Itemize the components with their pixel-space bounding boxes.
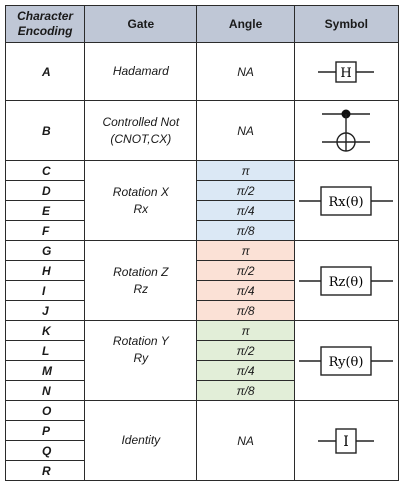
letter-cell: G: [4, 240, 86, 261]
angle-cell: π/2: [196, 340, 295, 361]
angle-cell: NA: [196, 42, 295, 101]
hadamard-gate-icon: H: [318, 60, 375, 83]
rz-gate-icon: Rz(θ): [299, 265, 394, 296]
cnot-gate-icon: [322, 109, 371, 152]
angle-cell: NA: [196, 400, 295, 481]
angle-cell: π/2: [196, 180, 295, 201]
angle-cell: π: [196, 240, 295, 261]
angle-cell: π/4: [196, 200, 295, 221]
angle-cell: π/4: [196, 280, 295, 301]
svg-text:Rx(θ): Rx(θ): [329, 195, 364, 210]
table-row: G Rotation Z Rz π Rz(θ): [4, 240, 400, 321]
header-encoding: Character Encoding: [4, 5, 86, 43]
svg-text:H: H: [341, 66, 352, 81]
symbol-cell: Ry(θ): [293, 320, 400, 401]
letter-cell: O: [4, 400, 86, 421]
letter-cell: A: [4, 42, 86, 101]
svg-text:Rz(θ): Rz(θ): [329, 275, 364, 290]
ry-gate-icon: Ry(θ): [299, 345, 394, 376]
table-row: D π/2: [4, 180, 399, 201]
table-row: E π/4: [4, 200, 399, 221]
letter-cell: P: [4, 420, 86, 441]
letter-cell: Q: [4, 440, 86, 461]
letter-cell: C: [4, 160, 86, 181]
letter-cell: F: [4, 220, 86, 241]
gate-cell: Rotation Z Rz: [84, 240, 198, 321]
table-row: L π/2: [4, 340, 399, 361]
angle-cell: π/8: [196, 300, 295, 321]
letter-cell: L: [4, 340, 86, 361]
symbol-cell: I: [293, 400, 400, 481]
gate-cell: Identity: [84, 400, 198, 481]
table-row: O Identity NA I: [4, 400, 400, 481]
angle-cell: NA: [196, 100, 295, 161]
table-row: C Rotation X Rx π Rx(θ): [4, 160, 400, 241]
angle-cell: π/4: [196, 360, 295, 381]
table-row: R: [4, 460, 399, 481]
table-row: H π/2: [4, 260, 399, 281]
symbol-cell: Rx(θ): [293, 160, 400, 241]
symbol-cell: H: [293, 42, 400, 101]
letter-cell: K: [4, 320, 86, 341]
table-row: Q: [4, 440, 399, 461]
table-row: K Rotation Y Ry π Ry(θ): [4, 320, 400, 401]
table-row: J π/8: [4, 300, 399, 321]
angle-cell: π/8: [196, 220, 295, 241]
header-gate: Gate: [84, 5, 198, 43]
encoding-table: Character Encoding Gate Angle Symbol A H…: [4, 5, 400, 481]
svg-text:I: I: [344, 434, 350, 450]
gate-cell: Rotation X Rx: [84, 160, 198, 241]
table-row: F π/8: [4, 220, 399, 241]
letter-cell: D: [4, 180, 86, 201]
letter-cell: I: [4, 280, 86, 301]
svg-text:Ry(θ): Ry(θ): [329, 355, 364, 370]
table-row: A Hadamard NA H: [4, 42, 400, 101]
angle-cell: π: [196, 320, 295, 341]
letter-cell: H: [4, 260, 86, 281]
header-symbol: Symbol: [293, 5, 400, 43]
gate-cell: Hadamard: [84, 42, 198, 101]
letter-cell: B: [4, 100, 86, 161]
table-row: B Controlled Not (CNOT,CX) NA: [4, 100, 400, 161]
identity-gate-icon: I: [318, 427, 375, 454]
rx-gate-icon: Rx(θ): [299, 185, 394, 216]
symbol-cell: [293, 100, 400, 161]
table-row: M π/4: [4, 360, 399, 381]
gate-cell: Rotation Y Ry: [84, 320, 198, 401]
angle-cell: π: [196, 160, 295, 181]
gate-cell: Controlled Not (CNOT,CX): [84, 100, 198, 161]
angle-cell: π/8: [196, 380, 295, 401]
header-row: Character Encoding Gate Angle Symbol: [4, 5, 400, 43]
letter-cell: J: [4, 300, 86, 321]
angle-cell: π/2: [196, 260, 295, 281]
letter-cell: N: [4, 380, 86, 401]
letter-cell: M: [4, 360, 86, 381]
letter-cell: R: [4, 460, 86, 481]
letter-cell: E: [4, 200, 86, 221]
symbol-cell: Rz(θ): [293, 240, 400, 321]
header-angle: Angle: [196, 5, 295, 43]
